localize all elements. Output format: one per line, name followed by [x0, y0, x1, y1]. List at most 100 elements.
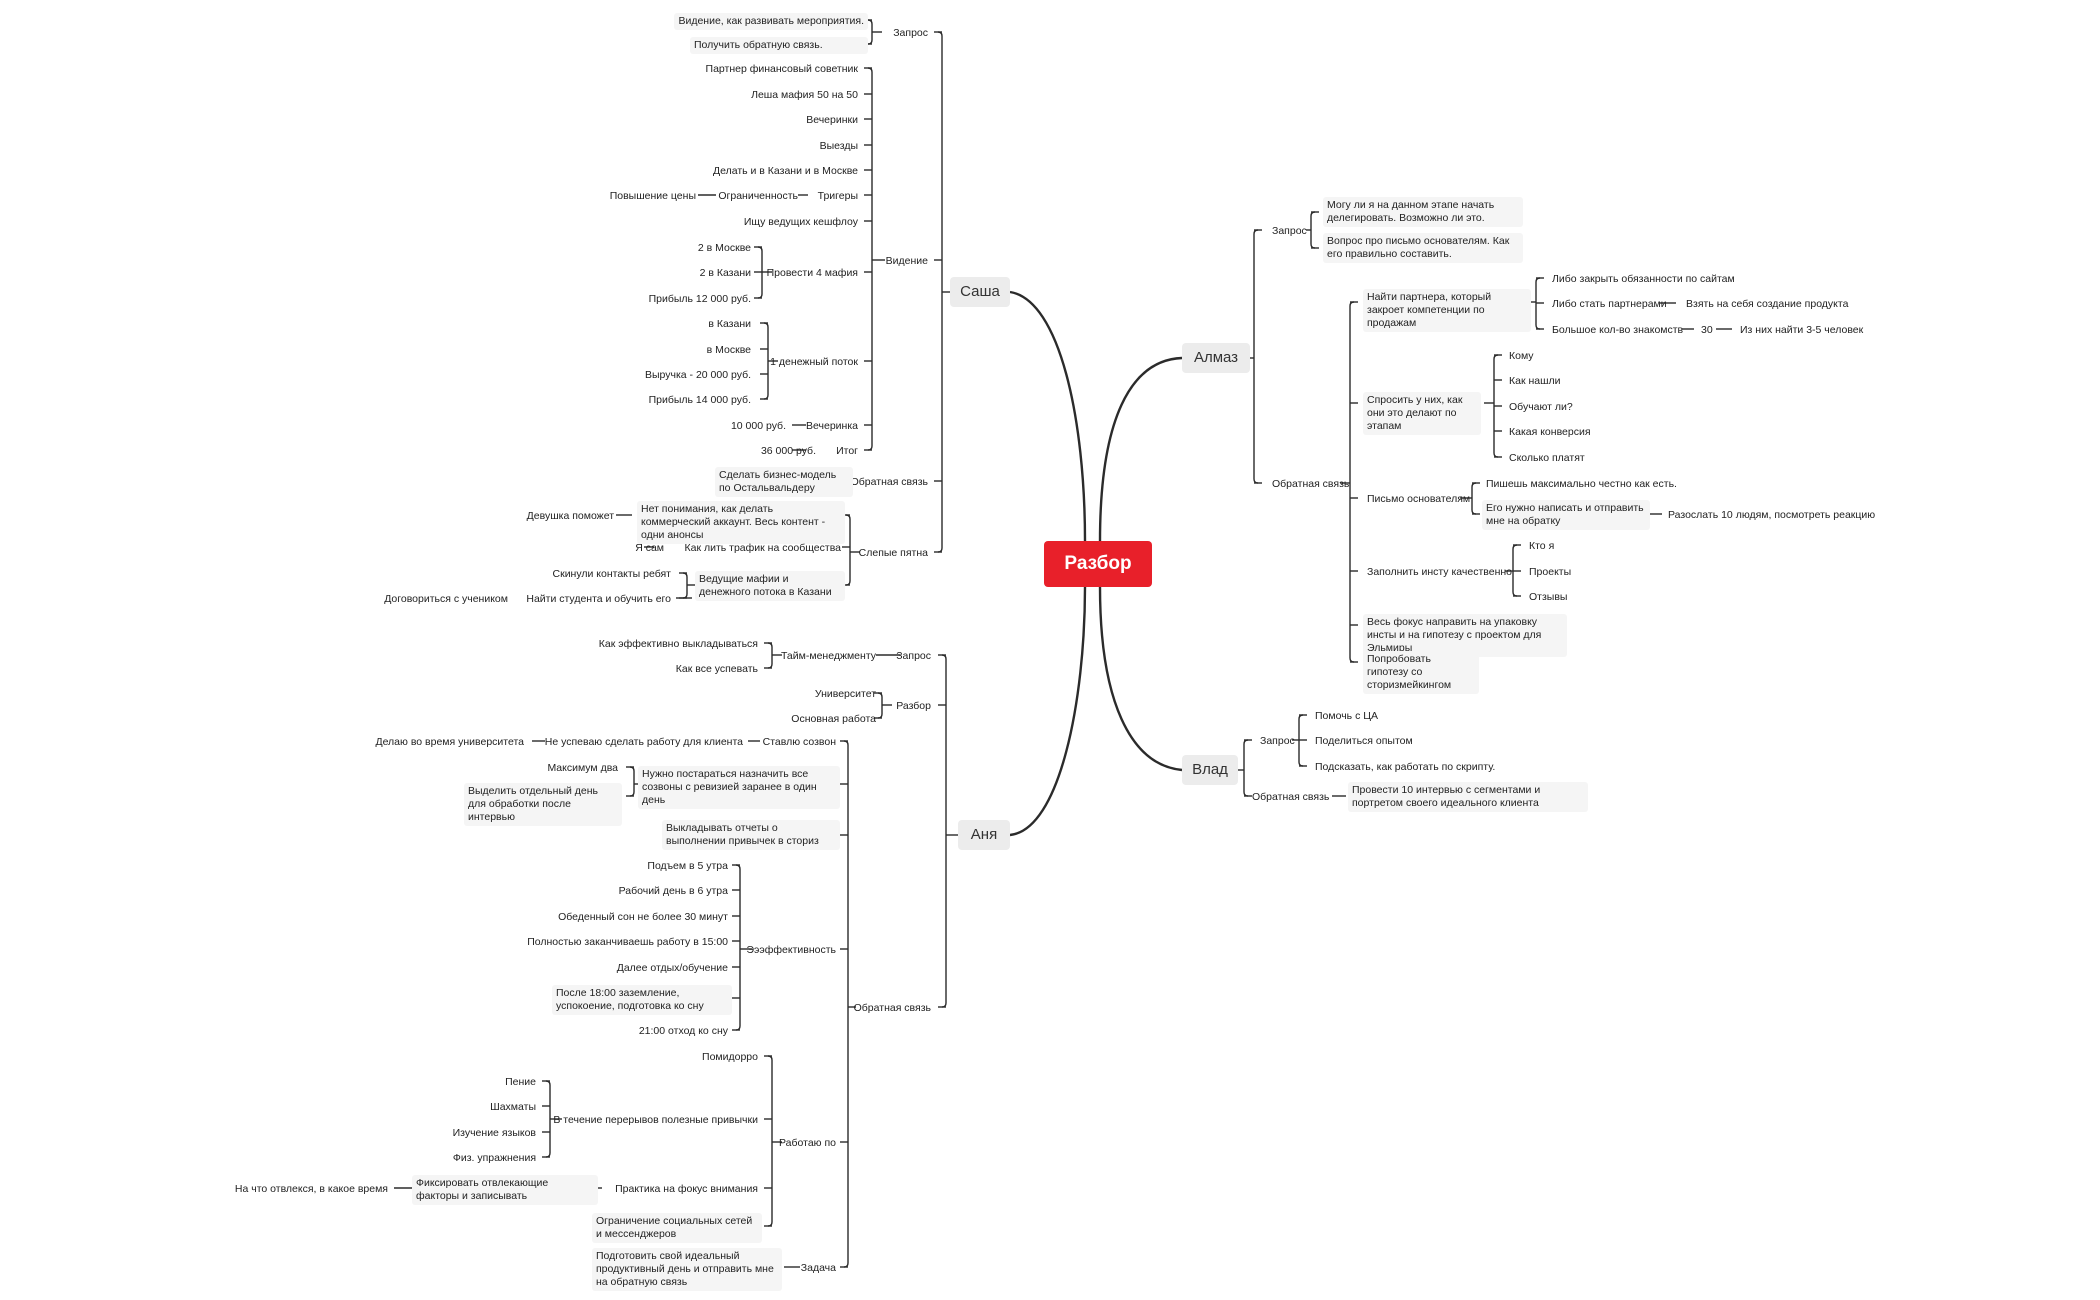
- branch-vlad[interactable]: Влад: [1182, 755, 1238, 785]
- almaz-fb-item[interactable]: 30: [1701, 324, 1713, 336]
- vlad-feedback[interactable]: Обратная связь: [1252, 791, 1330, 803]
- anya-fb-item[interactable]: Нужно постараться назначить все созвоны …: [638, 766, 840, 809]
- habit-item[interactable]: Шахматы: [490, 1101, 536, 1113]
- vision-item[interactable]: Тригеры: [817, 190, 858, 202]
- anya-fb-item[interactable]: Работаю по: [779, 1137, 836, 1149]
- insta-item[interactable]: Отзывы: [1529, 591, 1568, 603]
- anya-fb-item[interactable]: Эээффективность: [746, 944, 836, 956]
- branch-almaz[interactable]: Алмаз: [1182, 343, 1250, 373]
- anya-fb-item[interactable]: Задача: [800, 1262, 836, 1274]
- vision-item[interactable]: Партнер финансовый советник: [705, 63, 858, 75]
- vision-item[interactable]: Провести 4 мафия: [766, 267, 858, 279]
- anya-fb-item[interactable]: Максимум два: [547, 762, 618, 774]
- vision-item[interactable]: Выезды: [819, 140, 858, 152]
- anya-fb-item[interactable]: Не успеваю сделать работу для клиента: [544, 736, 743, 748]
- anya-fb-item[interactable]: Выделить отдельный день для обработки по…: [464, 783, 622, 826]
- sasha-request-item[interactable]: Видение, как развивать мероприятия.: [674, 13, 868, 30]
- vision-item[interactable]: Выручка - 20 000 руб.: [644, 369, 751, 381]
- vision-item[interactable]: Повышение цены: [609, 190, 696, 202]
- vision-item[interactable]: 36 000 руб.: [760, 445, 816, 457]
- vision-item[interactable]: 2 в Казани: [699, 267, 751, 279]
- vlad-request[interactable]: Запрос: [1260, 735, 1295, 747]
- eff-item[interactable]: Обеденный сон не более 30 минут: [558, 911, 728, 923]
- almaz-fb-item[interactable]: Письмо основателям: [1367, 493, 1471, 505]
- almaz-fb-item[interactable]: Заполнить инсту качественно: [1367, 566, 1513, 578]
- branch-anya[interactable]: Аня: [958, 820, 1010, 850]
- vlad-feedback-item[interactable]: Провести 10 интервью с сегментами и порт…: [1348, 782, 1588, 812]
- letter-item[interactable]: Разослать 10 людям, посмотреть реакцию: [1668, 509, 1876, 521]
- vision-item[interactable]: 2 в Москве: [697, 242, 751, 254]
- anya-request[interactable]: Запрос: [896, 650, 931, 662]
- blind-item[interactable]: Нет понимания, как делать коммерческий а…: [637, 501, 845, 544]
- almaz-fb-item[interactable]: Попробовать гипотезу со сторизмейкингом: [1363, 651, 1479, 694]
- blind-item[interactable]: Девушка поможет: [526, 510, 614, 522]
- vlad-request-item[interactable]: Подсказать, как работать по скрипту.: [1315, 761, 1496, 773]
- anya-fb-item[interactable]: Ставлю созвон: [762, 736, 836, 748]
- ask-item[interactable]: Обучают ли?: [1509, 401, 1573, 413]
- blind-item[interactable]: Ведущие мафии и денежного потока в Казан…: [695, 571, 845, 601]
- eff-item[interactable]: Рабочий день в 6 утра: [618, 885, 728, 897]
- blind-item[interactable]: Скинули контакты ребят: [552, 568, 671, 580]
- sasha-vision[interactable]: Видение: [885, 255, 928, 267]
- almaz-feedback[interactable]: Обратная связь: [1272, 478, 1350, 490]
- blind-item[interactable]: Я сам: [635, 542, 664, 554]
- work-item[interactable]: На что отвлекся, в какое время: [234, 1183, 388, 1195]
- vision-item[interactable]: в Казани: [708, 318, 751, 330]
- habit-item[interactable]: Пение: [505, 1076, 536, 1088]
- vision-item[interactable]: Вечеринка: [806, 420, 858, 432]
- letter-item[interactable]: Пишешь максимально честно как есть.: [1486, 478, 1677, 490]
- vision-item[interactable]: Ищу ведущих кешфлоу: [743, 216, 858, 228]
- task-item[interactable]: Подготовить свой идеальный продуктивный …: [592, 1248, 782, 1291]
- anya-fb-item[interactable]: Делаю во время университета: [375, 736, 524, 748]
- eff-item[interactable]: После 18:00 заземление, успокоение, подг…: [552, 985, 732, 1015]
- eff-item[interactable]: Далее отдых/обучение: [616, 962, 728, 974]
- work-item[interactable]: Фиксировать отвлекающие факторы и записы…: [412, 1175, 598, 1205]
- anya-request-item[interactable]: Тайм-менеджменту: [780, 650, 876, 662]
- sasha-blind-spots[interactable]: Слепые пятна: [858, 547, 928, 559]
- sasha-request[interactable]: Запрос: [893, 27, 928, 39]
- ask-item[interactable]: Сколько платят: [1509, 452, 1585, 464]
- vlad-request-item[interactable]: Помочь с ЦА: [1315, 710, 1379, 722]
- work-item[interactable]: Ограничение социальных сетей и мессендже…: [592, 1213, 762, 1243]
- habit-item[interactable]: Изучение языков: [452, 1127, 536, 1139]
- anya-request-item[interactable]: Как эффективно выкладываться: [598, 638, 758, 650]
- vision-item[interactable]: Прибыль 14 000 руб.: [648, 394, 751, 406]
- eff-item[interactable]: Подъем в 5 утра: [647, 860, 728, 872]
- root-topic[interactable]: Разбор: [1044, 541, 1152, 587]
- sasha-feedback-item[interactable]: Сделать бизнес-модель по Остальвальдеру: [715, 467, 853, 497]
- vision-item[interactable]: Делать и в Казани и в Москве: [712, 165, 858, 177]
- habit-item[interactable]: Физ. упражнения: [452, 1152, 536, 1164]
- anya-request-item[interactable]: Как все успевать: [675, 663, 758, 675]
- vision-item[interactable]: Вечеринки: [806, 114, 858, 126]
- work-item[interactable]: Практика на фокус внимания: [615, 1183, 758, 1195]
- vision-item[interactable]: в Москве: [706, 344, 751, 356]
- almaz-request[interactable]: Запрос: [1272, 225, 1307, 237]
- letter-item[interactable]: Его нужно написать и отправить мне на об…: [1482, 500, 1650, 530]
- blind-item[interactable]: Как лить трафик на сообщества: [684, 542, 842, 554]
- vision-item[interactable]: Леша мафия 50 на 50: [751, 89, 858, 101]
- vision-item[interactable]: Итог: [836, 445, 858, 457]
- almaz-fb-item[interactable]: Найти партнера, который закроет компетен…: [1363, 289, 1531, 332]
- vision-item[interactable]: 1 денежный поток: [770, 356, 858, 368]
- almaz-request-item[interactable]: Вопрос про письмо основателям. Как его п…: [1323, 233, 1523, 263]
- anya-analysis[interactable]: Разбор: [896, 700, 931, 712]
- eff-item[interactable]: 21:00 отход ко сну: [638, 1025, 728, 1037]
- sasha-feedback[interactable]: Обратная связь: [850, 476, 928, 488]
- vlad-request-item[interactable]: Поделиться опытом: [1315, 735, 1413, 747]
- vision-item[interactable]: Ограниченность: [718, 190, 798, 202]
- almaz-fb-item[interactable]: Взять на себя создание продукта: [1686, 298, 1849, 310]
- blind-item[interactable]: Найти студента и обучить его: [526, 593, 671, 605]
- branch-sasha[interactable]: Саша: [950, 277, 1010, 307]
- insta-item[interactable]: Проекты: [1529, 566, 1572, 578]
- almaz-fb-item[interactable]: Спросить у них, как они это делают по эт…: [1363, 392, 1481, 435]
- vision-item[interactable]: Прибыль 12 000 руб.: [648, 293, 751, 305]
- anya-analysis-item[interactable]: Университет: [814, 688, 876, 700]
- eff-item[interactable]: Полностью заканчиваешь работу в 15:00: [527, 936, 728, 948]
- insta-item[interactable]: Кто я: [1529, 540, 1555, 552]
- ask-item[interactable]: Как нашли: [1509, 375, 1561, 387]
- blind-item[interactable]: Договориться с учеником: [384, 593, 508, 605]
- almaz-fb-item[interactable]: Из них найти 3-5 человек: [1740, 324, 1864, 336]
- vision-item[interactable]: 10 000 руб.: [730, 420, 786, 432]
- almaz-fb-item[interactable]: Большое кол-во знакомств: [1552, 324, 1684, 336]
